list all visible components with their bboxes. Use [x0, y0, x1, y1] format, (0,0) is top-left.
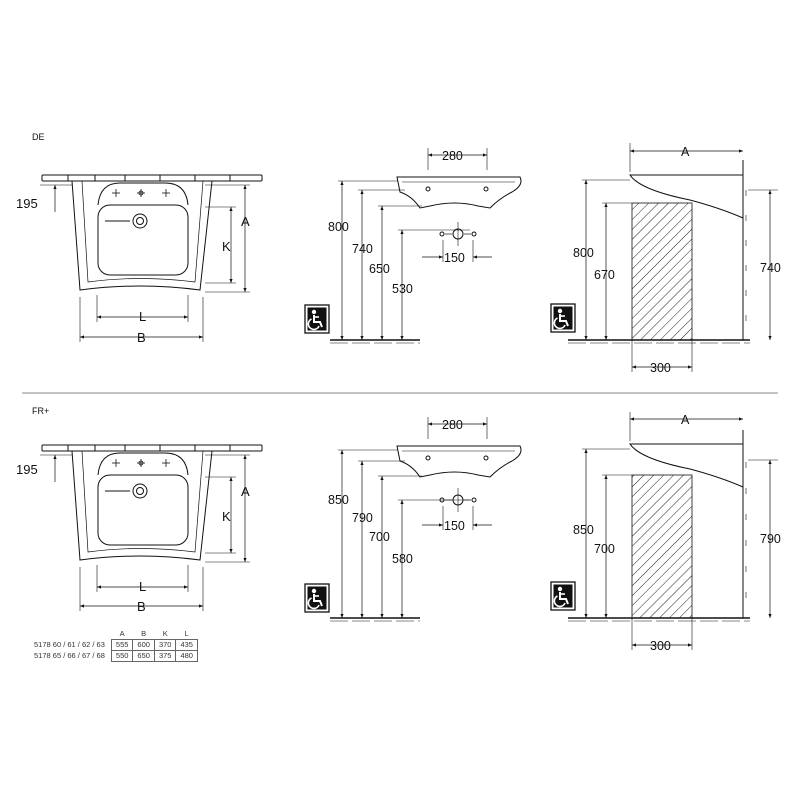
dim-700: 700: [369, 530, 390, 544]
dim-530: 530: [392, 282, 413, 296]
dim-800: 800: [328, 220, 349, 234]
dimension-table: A B K L 5178 60 / 61 / 62 / 63 555 600 3…: [34, 629, 198, 662]
dim-150: 150: [444, 251, 465, 265]
dim-profile-850: 850: [573, 523, 594, 537]
table-cell: 480: [175, 650, 198, 662]
section-label-de: DE: [32, 132, 45, 142]
dim-profile-740: 740: [760, 261, 781, 275]
wheelchair-icon: [550, 581, 576, 611]
dim-profile-670: 670: [594, 268, 615, 282]
section-fr: 195 A K L B: [16, 412, 781, 653]
side-view: [330, 417, 522, 622]
table-cell: 370: [153, 639, 177, 651]
dim-profile-300: 300: [650, 361, 671, 375]
dim-195: 195: [16, 462, 38, 477]
dim-profile-800: 800: [573, 246, 594, 260]
wheelchair-icon: [304, 583, 330, 613]
profile-view: [568, 412, 778, 650]
dim-740: 740: [352, 242, 373, 256]
table-row: 5178 65 / 66 / 67 / 68 550 650 375 480: [34, 650, 198, 662]
dim-850: 850: [328, 493, 349, 507]
wheelchair-icon: [304, 304, 330, 334]
table-cell: 435: [175, 639, 198, 651]
dim-profile-700: 700: [594, 542, 615, 556]
dim-b: B: [137, 330, 146, 345]
dim-150: 150: [444, 519, 465, 533]
dim-280: 280: [442, 418, 463, 432]
dim-790: 790: [352, 511, 373, 525]
dim-l: L: [139, 579, 146, 594]
dim-profile-300: 300: [650, 639, 671, 653]
table-cell: 555: [110, 639, 134, 651]
dim-k: K: [222, 509, 231, 524]
table-row-code: 5178 60 / 61 / 62 / 63: [34, 640, 105, 649]
dim-a: A: [241, 484, 250, 499]
dim-280: 280: [442, 149, 463, 163]
table-header: A: [119, 629, 125, 638]
dim-580: 580: [392, 552, 413, 566]
table-cell: 600: [132, 639, 155, 651]
section-label-fr: FR+: [32, 406, 50, 416]
dim-650: 650: [369, 262, 390, 276]
table-row-code: 5178 65 / 66 / 67 / 68: [34, 651, 105, 660]
dim-195: 195: [16, 196, 38, 211]
front-view: [40, 174, 263, 342]
table-cell: 650: [132, 650, 155, 662]
table-cell: 375: [153, 650, 177, 662]
wheelchair-icon: [550, 303, 576, 333]
profile-view: [568, 143, 778, 372]
dim-profile-a: A: [681, 145, 690, 159]
front-view: [40, 444, 263, 611]
side-view: [330, 148, 522, 344]
dim-k: K: [222, 239, 231, 254]
dim-l: L: [139, 309, 146, 324]
dim-a: A: [241, 214, 250, 229]
table-header: L: [184, 629, 189, 638]
section-de: 195 A K L B: [16, 143, 781, 375]
dim-profile-a: A: [681, 413, 690, 427]
dim-profile-790: 790: [760, 532, 781, 546]
dim-b: B: [137, 599, 146, 614]
table-header: B: [141, 629, 147, 638]
table-row: 5178 60 / 61 / 62 / 63 555 600 370 435: [34, 639, 198, 651]
table-cell: 550: [110, 650, 134, 662]
table-header: K: [162, 629, 168, 638]
